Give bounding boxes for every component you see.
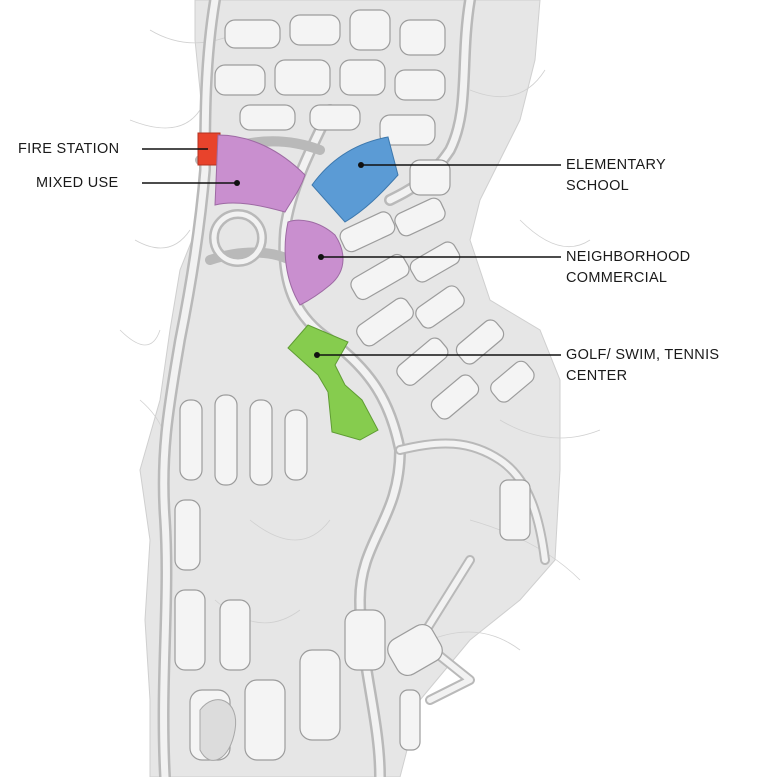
label-golf-center-line2: CENTER [566, 368, 628, 384]
label-elementary-school-line1: ELEMENTARY [566, 157, 666, 173]
contour-lines [119, 19, 601, 651]
residential-blocks-south [174, 394, 443, 761]
label-neighborhood-commercial-line2: COMMERCIAL [566, 270, 668, 286]
label-golf-center: GOLF/ SWIM, TENNIS CENTER [566, 345, 719, 387]
residential-blocks-east [339, 197, 535, 541]
golf-swim-tennis-parcel [287, 324, 379, 441]
elementary-school-parcel [311, 136, 399, 223]
label-golf-center-line1: GOLF/ SWIM, TENNIS [566, 347, 720, 363]
label-fire-station-text: FIRE STATION [18, 141, 120, 157]
neighborhood-commercial-parcel [284, 219, 344, 306]
label-neighborhood-commercial: NEIGHBORHOOD COMMERCIAL [566, 247, 690, 289]
golf-pond [199, 699, 237, 761]
leader-lines [142, 148, 561, 358]
label-neighborhood-commercial-line1: NEIGHBORHOOD [566, 249, 691, 265]
residential-blocks-north [214, 9, 451, 196]
label-elementary-school-line2: SCHOOL [566, 178, 630, 194]
label-mixed-use: MIXED USE [36, 173, 118, 194]
mixed-use-parcel [214, 134, 306, 213]
label-mixed-use-text: MIXED USE [36, 175, 119, 191]
label-fire-station: FIRE STATION [18, 139, 119, 160]
label-elementary-school: ELEMENTARY SCHOOL [566, 155, 666, 197]
